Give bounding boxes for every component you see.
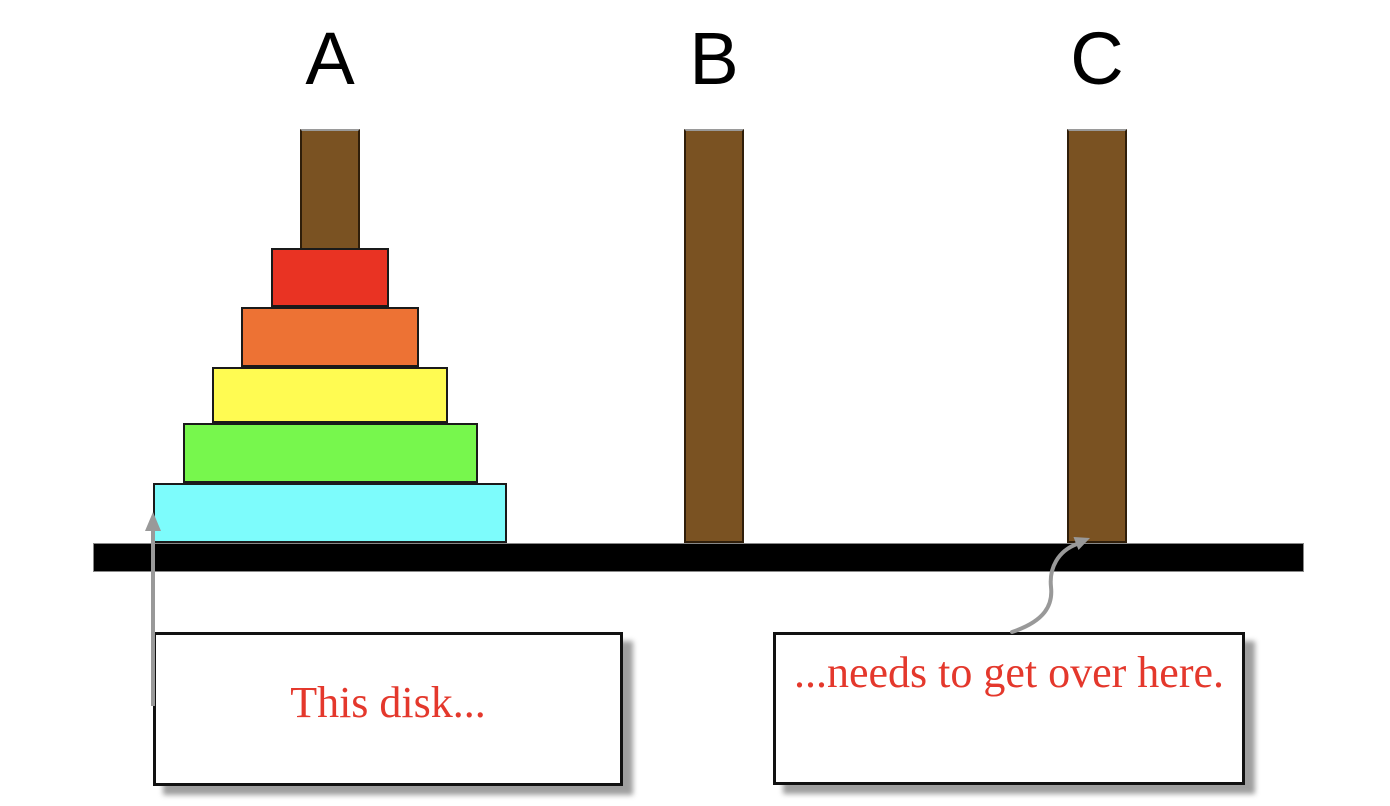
- callout-this-disk-text: This disk...: [290, 677, 486, 727]
- peg-label-c: C: [1070, 17, 1124, 100]
- disk-size-5-cyan: [153, 483, 507, 543]
- disk-size-2-orange: [241, 307, 419, 367]
- disk-size-1-red: [271, 248, 389, 307]
- peg-c: [1067, 129, 1127, 543]
- base-bar: [93, 543, 1304, 572]
- callout-needs-to-get-over-here: ...needs to get over here.: [773, 632, 1245, 785]
- disk-size-4-green: [183, 423, 478, 483]
- peg-label-b: B: [689, 17, 739, 100]
- callout-this-disk: This disk...: [153, 632, 623, 786]
- callout-needs-to-get-over-here-text: ...needs to get over here.: [793, 648, 1225, 697]
- disk-size-3-yellow: [212, 367, 448, 423]
- peg-b: [684, 129, 744, 543]
- peg-label-a: A: [305, 17, 355, 100]
